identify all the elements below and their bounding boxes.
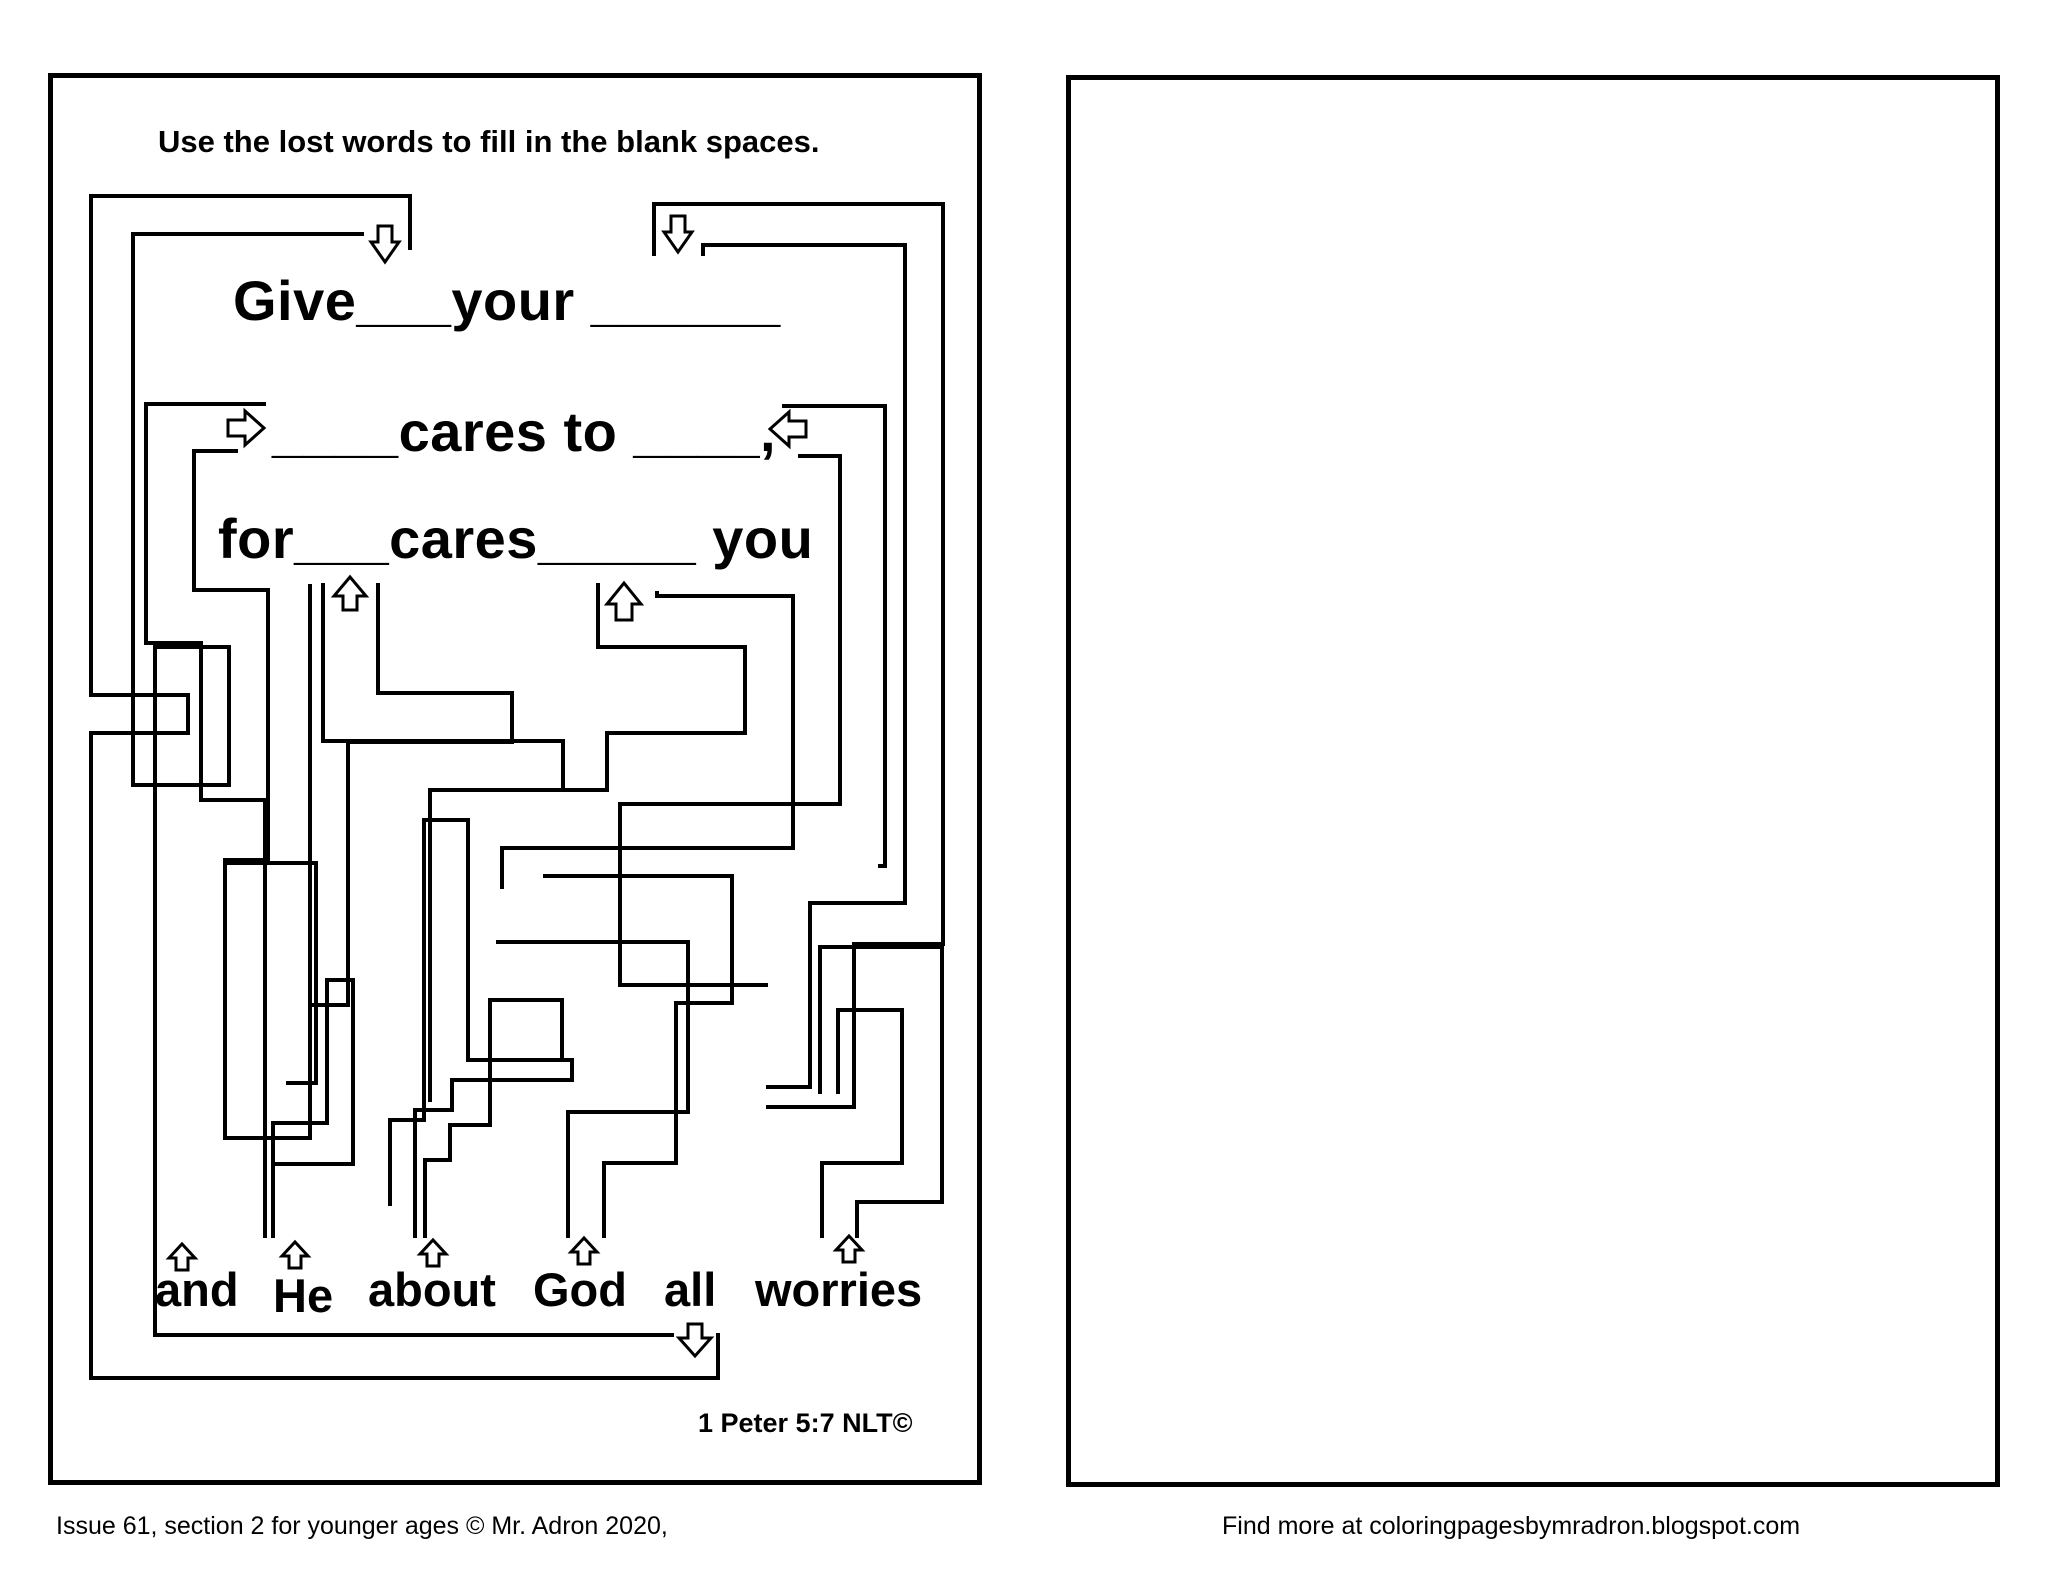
maze-path-lower-4 <box>423 998 564 1238</box>
arrow-down-icon <box>661 214 695 255</box>
arrow-up-icon <box>330 574 370 612</box>
arrow-up-icon <box>278 1239 312 1270</box>
arrow-right-icon <box>226 407 267 449</box>
maze-path-lower-6 <box>496 940 690 1238</box>
maze-path-lower-7 <box>818 945 944 1238</box>
maze-path-lower-5 <box>543 874 734 1238</box>
word-all: all <box>664 1263 717 1316</box>
word-god: God <box>533 1263 627 1316</box>
bible-reference: 1 Peter 5:7 NLT© <box>698 1408 913 1438</box>
sentence-line-2: ____cares to ____, <box>272 400 777 463</box>
worksheet-panel <box>48 73 982 1485</box>
maze-path-right-mid-inner <box>618 454 842 987</box>
maze-path-cares-blank-inner <box>500 591 795 889</box>
maze-path-for-blank-inner <box>308 583 514 1007</box>
arrow-up-icon <box>832 1233 866 1264</box>
maze-path-top-right-inner <box>701 243 907 1089</box>
maze-path-outer-inner <box>131 232 674 1337</box>
sentence-line-1: Give___your ______ <box>233 269 781 332</box>
maze-path-lower-8 <box>820 1008 904 1238</box>
maze-path-lower-3 <box>388 818 574 1238</box>
instruction-text: Use the lost words to fill in the blank … <box>158 124 820 159</box>
arrow-left-icon <box>767 408 808 450</box>
word-worries: worries <box>755 1263 923 1316</box>
blank-drawing-panel <box>1066 75 2000 1487</box>
arrow-down-icon <box>368 224 402 265</box>
sentence-line-3: for___cares_____ you <box>218 507 814 570</box>
maze-path-lower-1 <box>225 861 318 1085</box>
maze-path-lower-2 <box>271 978 355 1238</box>
footer-issue: Issue 61, section 2 for younger ages © M… <box>56 1512 668 1540</box>
arrow-up-icon <box>603 580 645 622</box>
arrow-up-icon <box>165 1241 199 1272</box>
maze-path-left-mid <box>144 402 267 1238</box>
maze-path-outer <box>89 194 720 1380</box>
word-about: about <box>368 1263 496 1316</box>
word-and: and <box>155 1263 239 1316</box>
arrow-down-icon <box>675 1322 715 1359</box>
maze-path-right-mid <box>782 404 887 868</box>
maze-path-cares-blank <box>538 583 747 792</box>
arrow-up-icon <box>567 1235 601 1266</box>
maze-path-top-right <box>652 202 945 1109</box>
arrow-up-icon <box>416 1237 450 1268</box>
maze-path-left-mid-inner <box>192 449 312 1140</box>
word-he: He <box>273 1269 334 1322</box>
maze-path-for-blank <box>321 583 565 1102</box>
footer-website: Find more at coloringpagesbymradron.blog… <box>1222 1512 1801 1540</box>
